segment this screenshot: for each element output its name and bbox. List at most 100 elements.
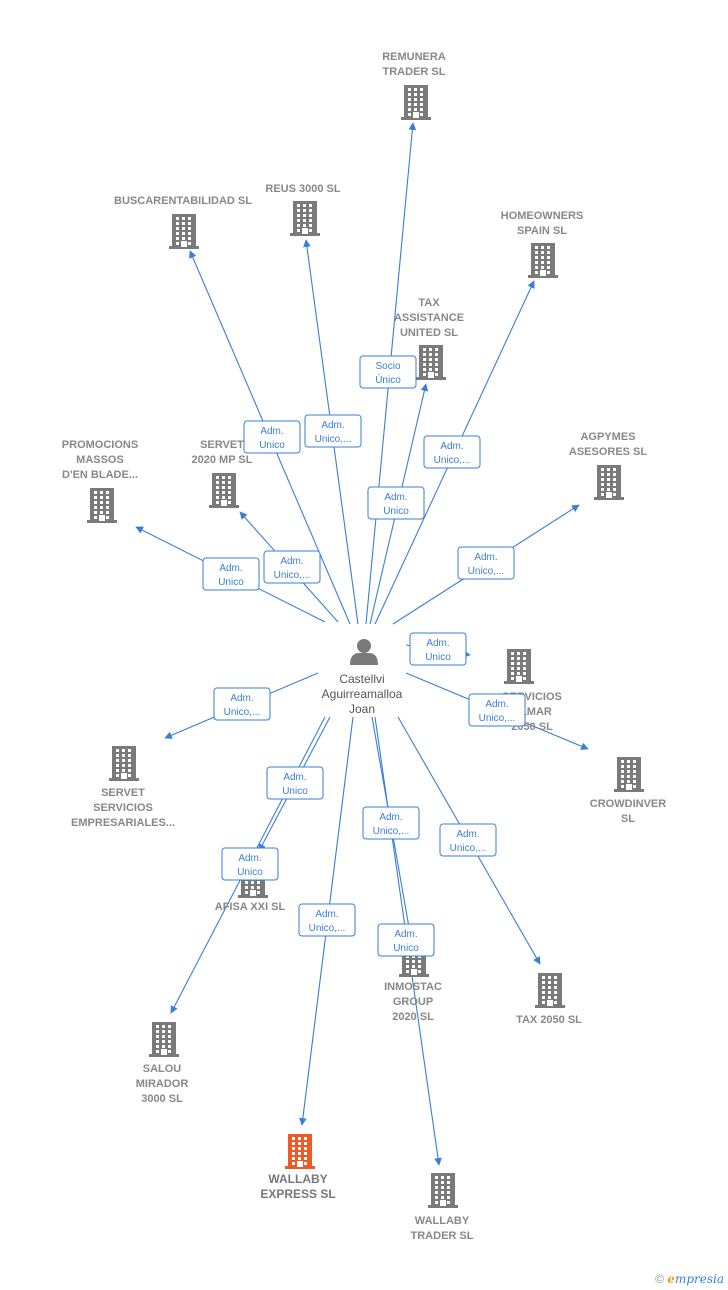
- company-label: CROWDINVER: [590, 798, 666, 810]
- company-label: AFISA XXI SL: [215, 901, 286, 913]
- brand-logo[interactable]: empresia: [667, 1272, 724, 1286]
- company-label: TAX 2050 SL: [516, 1014, 582, 1026]
- company-label: SALOU: [143, 1063, 182, 1075]
- edge-label-inmostac[interactable]: Adm. Unico,...: [362, 806, 420, 840]
- company-label: INMOSTAC: [384, 981, 442, 993]
- edge-label-text: Unico,...: [373, 826, 410, 837]
- building-icon: [401, 85, 431, 120]
- company-node-inmostac[interactable]: INMOSTAC GROUP 2020 SL: [384, 942, 442, 1023]
- edge-label-wallabyexpress[interactable]: Adm. Unico,...: [298, 903, 356, 937]
- edge-label-crowdinver[interactable]: Adm.Unico,...: [468, 693, 526, 727]
- company-node-reus3000[interactable]: REUS 3000 SL: [265, 183, 341, 236]
- footer: © empresia: [655, 1272, 724, 1286]
- building-icon: [428, 1173, 458, 1208]
- company-label: ASSISTANCE: [394, 312, 464, 324]
- company-label: HOMEOWNERS: [501, 210, 584, 222]
- edge-label-homeowners[interactable]: Adm.Unico,...: [423, 435, 481, 469]
- company-node-buscarentabilidad[interactable]: BUSCARENTABILIDAD SL: [114, 195, 252, 249]
- company-node-servetservicios[interactable]: SERVET SERVICIOS EMPRESARIALES...: [71, 746, 175, 829]
- company-label: TRADER SL: [383, 66, 446, 78]
- building-icon: [149, 1022, 179, 1057]
- company-label: SERVICIOS: [93, 802, 153, 814]
- person-name: Castellvi: [339, 672, 384, 686]
- edge-label-text: Unico: [259, 440, 285, 451]
- company-label: GROUP: [393, 996, 433, 1008]
- building-icon: [109, 746, 139, 781]
- edge-label-serviciosalmar[interactable]: Adm.Unico: [409, 632, 467, 666]
- edge-label-reus3000[interactable]: Adm.Unico,...: [304, 414, 362, 448]
- edge-label-text: Unico,...: [468, 566, 505, 577]
- edge-label-text: Adm.: [394, 929, 417, 940]
- company-label: TAX: [418, 297, 440, 309]
- edge-label-text: Único: [375, 373, 401, 386]
- edge-label-text: Adm.: [321, 420, 344, 431]
- company-node-taxassistance[interactable]: TAX ASSISTANCE UNITED SL: [394, 297, 464, 380]
- edge-label-text: Unico: [383, 506, 409, 517]
- edge-label-text: Unico: [218, 577, 244, 588]
- company-label: PROMOCIONS: [62, 439, 138, 451]
- edge-label-servet2020[interactable]: Adm. Unico,...: [263, 550, 321, 584]
- company-label: WALLABY: [415, 1215, 470, 1227]
- building-icon: [87, 488, 117, 523]
- edge-label-text: Adm.: [280, 556, 303, 567]
- edge-label-promocions[interactable]: Adm. Unico: [202, 557, 260, 591]
- company-label: 2020 SL: [392, 1011, 434, 1023]
- edge-label-tax2050[interactable]: Adm.Unico,...: [439, 823, 497, 857]
- company-label: MASSOS: [76, 454, 124, 466]
- edge-label-servetservicios[interactable]: Adm.Unico,...: [213, 687, 271, 721]
- company-node-homeowners[interactable]: HOMEOWNERS SPAIN SL: [501, 210, 584, 278]
- edge-label-text: Adm.: [485, 699, 508, 710]
- company-label: EXPRESS SL: [260, 1187, 335, 1201]
- edge-label-text: Adm.: [474, 552, 497, 563]
- edge-label-agpymes[interactable]: Adm. Unico,...: [457, 546, 515, 580]
- company-label: AGPYMES: [580, 431, 635, 443]
- edge-label-text: Adm.: [219, 563, 242, 574]
- company-label: EMPRESARIALES...: [71, 817, 175, 829]
- edge-label-buscarentabilidad[interactable]: Adm. Unico: [243, 420, 301, 454]
- building-icon: [290, 201, 320, 236]
- edge-label-text: Unico: [237, 867, 263, 878]
- edge-label-text: Adm.: [283, 772, 306, 783]
- building-icon: [528, 243, 558, 278]
- company-label: 2020 MP SL: [192, 454, 253, 466]
- company-label: SPAIN SL: [517, 225, 567, 237]
- edge-label-text: Adm.: [379, 812, 402, 823]
- edge-label-text: Adm.: [440, 441, 463, 452]
- company-label: MIRADOR: [136, 1078, 189, 1090]
- edge-label-salou[interactable]: Adm. Unico: [221, 847, 279, 881]
- company-label: BUSCARENTABILIDAD SL: [114, 195, 252, 207]
- edge-label-text: Adm.: [230, 693, 253, 704]
- edge-label-afisa[interactable]: Adm. Unico: [266, 766, 324, 800]
- company-node-tax2050[interactable]: TAX 2050 SL: [516, 973, 582, 1026]
- company-label: WALLABY: [268, 1172, 327, 1186]
- edge-label-text: Adm.: [426, 638, 449, 649]
- edge-label-text: Unico: [282, 786, 308, 797]
- company-label: UNITED SL: [400, 327, 458, 339]
- company-label: ASESORES SL: [569, 446, 648, 458]
- building-icon: [535, 973, 565, 1008]
- edge-label-text: Unico,...: [309, 923, 346, 934]
- person-name: Joan: [349, 702, 375, 716]
- company-node-agpymes[interactable]: AGPYMES ASESORES SL: [569, 431, 648, 500]
- edge-label-text: Adm.: [260, 426, 283, 437]
- building-icon: [285, 1134, 315, 1169]
- building-icon: [209, 473, 239, 508]
- building-icon: [504, 649, 534, 684]
- edge-label-text: Unico: [393, 943, 419, 954]
- company-label: SERVET: [101, 787, 145, 799]
- edge-label-wallabytrader[interactable]: Adm. Unico: [377, 923, 435, 957]
- edge-label-text: Adm.: [238, 853, 261, 864]
- edge-label-text: Adm.: [315, 909, 338, 920]
- edge-label-taxassistance[interactable]: Adm.Unico: [367, 486, 425, 520]
- edge-label-text: Unico,...: [274, 570, 311, 581]
